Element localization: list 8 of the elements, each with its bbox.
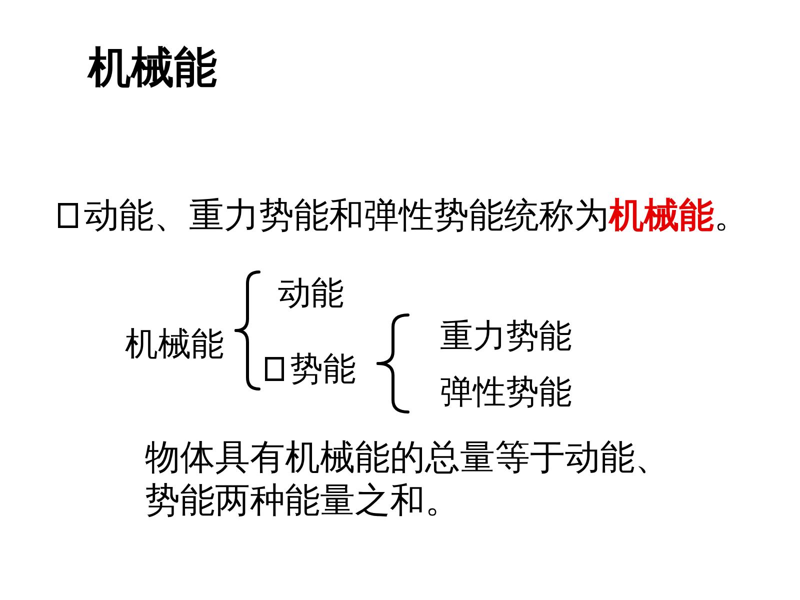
- category-label: 机械能: [125, 327, 224, 360]
- explanation-paragraph: 物体具有机械能的总量等于动能、势能两种能量之和。: [145, 437, 671, 522]
- category-label: 动能: [278, 276, 344, 309]
- category-label: 重力势能: [440, 319, 572, 352]
- definition-sentence: 动能、重力势能和弹性势能统称为机械能。: [84, 198, 749, 233]
- category-label: 弹性势能: [440, 375, 572, 408]
- slide-title: 机械能: [88, 47, 217, 90]
- category-label: 势能: [290, 352, 356, 385]
